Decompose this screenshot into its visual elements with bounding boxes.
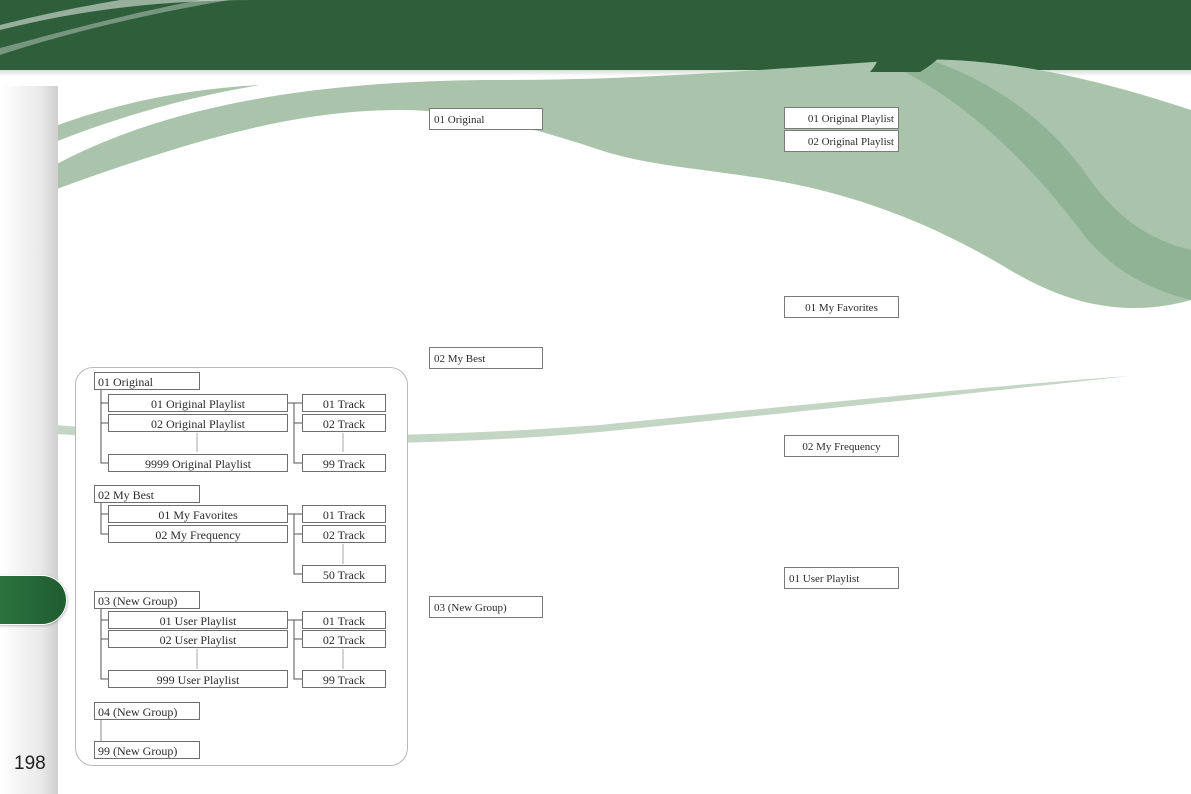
label-group-02: 02 My Best	[429, 347, 543, 369]
label-original-playlist-02: 02 Original Playlist	[784, 130, 899, 152]
label-user-playlist-01: 01 User Playlist	[784, 567, 899, 589]
tree-track: 01 Track	[302, 611, 386, 629]
tree-track: 01 Track	[302, 394, 386, 412]
section-tab	[0, 576, 66, 624]
tree-track: 02 Track	[302, 414, 386, 432]
tree-playlist: 02 My Frequency	[108, 525, 288, 543]
tree-playlist: 999 User Playlist	[108, 670, 288, 688]
tree-playlist: 02 User Playlist	[108, 630, 288, 648]
tree-group-04: 04 (New Group)	[94, 702, 200, 720]
tree-playlist: 9999 Original Playlist	[108, 454, 288, 472]
label-my-frequency: 02 My Frequency	[784, 435, 899, 457]
header-shadow	[0, 70, 1191, 76]
tree-track: 02 Track	[302, 525, 386, 543]
left-margin-rail	[0, 86, 58, 794]
tree-track: 99 Track	[302, 670, 386, 688]
tree-track: 02 Track	[302, 630, 386, 648]
tree-playlist: 01 My Favorites	[108, 505, 288, 523]
tree-playlist: 01 User Playlist	[108, 611, 288, 629]
tree-group-99: 99 (New Group)	[94, 741, 200, 759]
tree-playlist: 02 Original Playlist	[108, 414, 288, 432]
tree-track: 50 Track	[302, 565, 386, 583]
page-number: 198	[14, 753, 46, 774]
label-my-favorites: 01 My Favorites	[784, 296, 899, 318]
tree-group-02: 02 My Best	[94, 485, 200, 503]
tree-playlist: 01 Original Playlist	[108, 394, 288, 412]
header-band	[0, 0, 1191, 70]
label-group-01: 01 Original	[429, 108, 543, 130]
tree-track: 01 Track	[302, 505, 386, 523]
label-group-03: 03 (New Group)	[429, 596, 543, 618]
tree-group-01: 01 Original	[94, 372, 200, 390]
label-original-playlist-01: 01 Original Playlist	[784, 107, 899, 129]
tree-group-03: 03 (New Group)	[94, 591, 200, 609]
tree-track: 99 Track	[302, 454, 386, 472]
